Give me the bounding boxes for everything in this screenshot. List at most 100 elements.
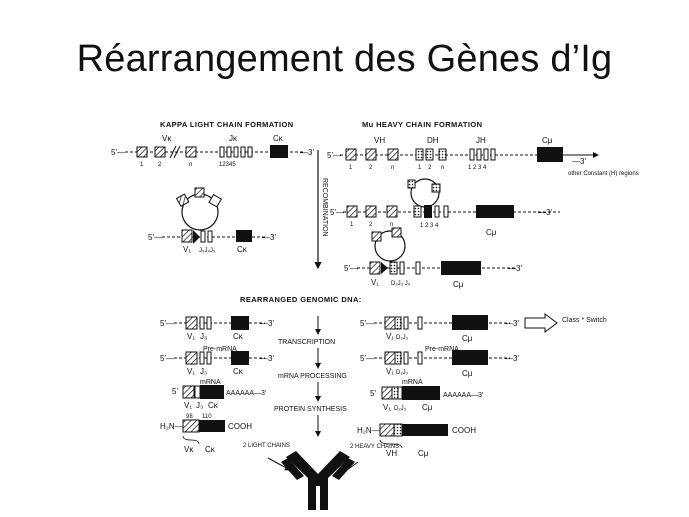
process-arrows: TRANSCRIPTION mRNA PROCESSING PROTEIN SY…: [274, 316, 347, 437]
slide-title: Réarrangement des Gènes d’Ig: [76, 38, 613, 80]
heavy-chain-path: 5'— —3' V₁ D₂J₃ Cμ Class * Switch Pre-mR…: [357, 313, 607, 458]
heavy-pre-5prime: 5'—: [360, 354, 374, 363]
antibody-stem-right: [320, 486, 328, 510]
kappa-germline: KAPPA LIGHT CHAIN FORMATION 5'— 1 2 n Vκ…: [111, 120, 314, 168]
light-dna-j: J₃: [200, 332, 207, 341]
mu-dj-5prime: 5'—: [330, 208, 344, 217]
heavy-nterm: H₂N—: [357, 426, 380, 435]
light-chain-path: 5'— —3' V₁ J₃ Cκ Pre-mRNA 5'— —3' V₁ J₃ …: [160, 316, 274, 454]
mu-dh-label: DH: [427, 136, 439, 145]
mu-vh-label: VH: [374, 136, 385, 145]
kappa-j-nums: 12345: [219, 162, 236, 168]
antibody-stem-left: [308, 486, 316, 510]
heavy-mrna-label: mRNA: [402, 379, 423, 386]
mu-dnum-n: n: [441, 165, 444, 171]
heavy-cterm: COOH: [452, 426, 476, 435]
kappa-loop-c: Cκ: [237, 245, 248, 254]
light-pos-110: 110: [202, 414, 212, 420]
mu-vdj-loop: 5'— V₁ D₂J₃ J₄ Cμ —3': [344, 227, 522, 289]
antibody-right-heavy-arm: [318, 451, 350, 486]
mu-num-2: 2: [369, 165, 373, 171]
mu-dj-nums: 1 2 3 4: [420, 223, 439, 229]
kappa-vn: [185, 146, 197, 158]
heavy-pre-mrna-label: Pre-mRNA: [425, 346, 459, 353]
kappa-3prime: —3': [300, 148, 314, 157]
light-pre-3prime: —3': [260, 354, 274, 363]
light-nterm: H₂N—: [160, 422, 183, 431]
kappa-ck-label: Cκ: [273, 134, 284, 143]
heavy-mrna-v: V₁: [383, 403, 391, 412]
kappa-loop-5prime: 5'—: [148, 233, 162, 242]
antibody-molecule: 2 LIGHT CHAINS 2 HEAVY CHAINS: [243, 443, 399, 510]
mu-dj-3prime: —3': [538, 208, 552, 217]
mu-jh-label: JH: [476, 136, 486, 145]
heavy-protein-vh: VH: [386, 449, 397, 458]
heavy-pre-c: Cμ: [462, 369, 473, 378]
antibody-left-light-chain: [281, 458, 304, 480]
heavy-dna-v: V₁: [386, 332, 394, 341]
kappa-loop-j: J₃J₄J₅: [199, 248, 216, 254]
heavy-dna-3prime: —3': [505, 319, 519, 328]
recombination-arrow: RECOMBINATION: [314, 150, 328, 270]
mu-5prime: 5'—: [327, 151, 341, 160]
mu-vdj-dj: D₂J₃ J₄: [391, 281, 411, 287]
light-protein-ck: Cκ: [205, 445, 216, 454]
heavy-mrna-c: Cμ: [422, 403, 433, 412]
light-mrna-label: mRNA: [200, 379, 221, 386]
light-mrna-v: V₁: [184, 401, 192, 410]
rearranged-header: REARRANGED GENOMIC DNA:: [240, 295, 362, 304]
mu-dnum-2: 2: [428, 165, 432, 171]
mu-dj-num-1: 1: [350, 222, 354, 228]
light-pre-j: J₃: [200, 367, 207, 376]
kappa-num-1: 1: [140, 162, 144, 168]
heavy-chains-label: 2 HEAVY CHAINS: [350, 444, 399, 450]
kappa-loop-3prime: —3': [262, 233, 276, 242]
mu-dj-loop: 5'— 1 2 n 1 2 3 4 Cμ —3': [330, 178, 560, 237]
kappa-5prime: 5'—: [111, 148, 125, 157]
mu-header: Mu HEAVY CHAIN FORMATION: [362, 120, 482, 129]
kappa-num-2: 2: [158, 162, 162, 168]
mu-num-n: n: [391, 165, 394, 171]
light-pre-5prime: 5'—: [160, 354, 174, 363]
mu-dj-num-n: n: [390, 222, 393, 228]
light-cterm: COOH: [228, 422, 252, 431]
recombination-label: RECOMBINATION: [321, 178, 328, 237]
light-mrna-c: Cκ: [208, 401, 219, 410]
heavy-mrna-5prime: 5': [370, 389, 376, 398]
mu-3prime: —3': [572, 157, 586, 166]
heavy-mrna-dj: D₂J₃: [394, 406, 407, 412]
mu-dnum-1: 1: [418, 165, 422, 171]
heavy-dna-c: Cμ: [462, 334, 473, 343]
light-pre-mrna-label: Pre-mRNA: [203, 346, 237, 353]
kappa-ck-box: [270, 145, 288, 158]
kappa-header: KAPPA LIGHT CHAIN FORMATION: [160, 120, 294, 129]
mu-cmu-label: Cμ: [542, 136, 553, 145]
light-dna-3prime: —3': [260, 319, 274, 328]
light-chains-label: 2 LIGHT CHAINS: [243, 443, 290, 449]
mu-num-1: 1: [349, 165, 353, 171]
mu-vdj-5prime: 5'—: [344, 264, 358, 273]
heavy-poly-a: AAAAAA—3': [443, 392, 483, 399]
light-dna-v: V₁: [187, 332, 195, 341]
light-dna-5prime: 5'—: [160, 319, 174, 328]
heavy-pre-3prime: —3': [505, 354, 519, 363]
kappa-loop-v: V₁: [183, 245, 191, 254]
class-switch-label: Class * Switch: [562, 317, 607, 324]
light-dna-c: Cκ: [233, 332, 244, 341]
heavy-dna-dj: D₂J₃: [396, 335, 409, 341]
heavy-pre-dj: D₂J₃: [396, 370, 409, 376]
kappa-jk-label: Jκ: [229, 134, 238, 143]
light-poly-a: AAAAAA—3': [226, 390, 266, 397]
antibody-left-heavy-arm: [286, 451, 318, 486]
kappa-vk-label: Vκ: [162, 134, 172, 143]
kappa-v2: [154, 146, 166, 158]
protein-synthesis-label: PROTEIN SYNTHESIS: [274, 406, 347, 413]
mu-vdj-3prime: —3': [508, 264, 522, 273]
mu-other-constant: other Constant (H) regions: [568, 171, 639, 177]
heavy-pre-v: V₁: [386, 367, 394, 376]
light-mrna-j: J₃: [196, 401, 203, 410]
mu-j-nums: 1 2 3 4: [468, 165, 487, 171]
light-pre-v: V₁: [187, 367, 195, 376]
